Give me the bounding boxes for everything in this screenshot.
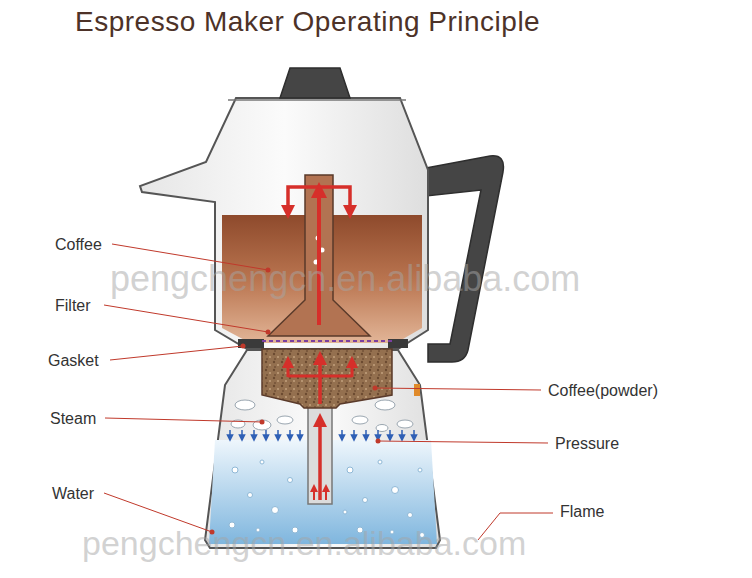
- coffee-powder-basket: [288, 375, 352, 378]
- central-column: [317, 190, 321, 325]
- steam-clouds: [375, 400, 395, 410]
- leader-lines: [105, 418, 262, 422]
- steam-clouds: [397, 420, 413, 428]
- water-bubbles: [232, 467, 238, 473]
- part-label: Water: [52, 485, 94, 503]
- upper-chamber: [140, 98, 428, 349]
- water-bubbles: [347, 467, 353, 473]
- leader-dots: [260, 420, 265, 425]
- leader-lines: [375, 388, 541, 390]
- water-bubbles: [392, 487, 399, 494]
- watermark: pengchengcn.en.alibaba.com: [82, 524, 526, 563]
- water-bubbles: [408, 513, 413, 518]
- funnel-and-tube: [325, 488, 327, 500]
- upper-chamber: [228, 99, 406, 101]
- lower-chamber: [205, 350, 440, 548]
- filter-and-gasket: [238, 339, 264, 348]
- water-bubbles: [378, 460, 382, 464]
- pressure-arrows: [341, 430, 343, 438]
- coffee-powder-basket: [351, 362, 354, 377]
- pressure-arrows: [241, 430, 243, 438]
- pressure-arrows: [299, 430, 301, 438]
- pressure-arrows: [265, 430, 267, 438]
- water-bubbles: [288, 478, 293, 483]
- funnel-and-tube: [313, 488, 315, 500]
- pressure-arrows: [229, 430, 231, 438]
- part-label: Coffee(powder): [548, 382, 658, 400]
- steam-clouds: [352, 416, 368, 424]
- water-bubbles: [272, 507, 279, 514]
- pressure-arrows: [389, 430, 391, 438]
- steam-clouds: [277, 416, 293, 424]
- pressure-arrows: [253, 430, 255, 438]
- water-bubbles: [343, 510, 347, 514]
- pressure-arrows: [401, 430, 403, 438]
- lower-chamber: [205, 350, 440, 548]
- pressure-arrows: [377, 430, 379, 438]
- leader-lines: [378, 441, 548, 443]
- pressure-arrows: [277, 430, 279, 438]
- water-bubbles: [260, 460, 264, 464]
- funnel-and-tube: [308, 404, 332, 504]
- central-column: [288, 187, 319, 212]
- water-bubbles: [248, 493, 253, 498]
- upper-chamber: [140, 68, 428, 349]
- part-label: Flame: [560, 503, 604, 521]
- leader-dots: [373, 386, 378, 391]
- pressure-arrows: [413, 430, 415, 438]
- funnel-and-tube: [308, 404, 332, 504]
- leader-dots: [210, 268, 381, 535]
- leader-lines: [104, 305, 268, 332]
- filter-and-gasket: [262, 340, 392, 342]
- pressure-arrows: [365, 430, 367, 438]
- funnel-and-tube: [318, 420, 322, 500]
- coffee-powder-basket: [318, 358, 322, 404]
- leader-dots: [241, 344, 246, 349]
- filter-and-gasket: [238, 339, 408, 348]
- part-label: Steam: [50, 410, 96, 428]
- diagram-title: Espresso Maker Operating Principle: [75, 6, 540, 38]
- part-label: Filter: [55, 297, 91, 315]
- central-column: [268, 175, 370, 336]
- lower-chamber: [414, 384, 420, 396]
- upper-chamber: [280, 68, 350, 98]
- central-column: [268, 175, 370, 336]
- watermark: pengchengcn.en.alibaba.com: [110, 258, 580, 300]
- part-label: Pressure: [555, 435, 619, 453]
- coffee-powder-basket: [287, 362, 290, 377]
- leader-dots: [376, 439, 381, 444]
- leader-dots: [266, 330, 271, 335]
- pressure-arrows: [353, 430, 355, 438]
- part-label: Gasket: [48, 352, 99, 370]
- pressure-arrows: [289, 430, 291, 438]
- leader-lines: [110, 346, 243, 360]
- water-bubbles: [418, 468, 422, 472]
- part-label: Coffee: [55, 236, 102, 254]
- coffee-powder-basket: [262, 349, 392, 408]
- central-column: [319, 187, 350, 212]
- steam-clouds: [235, 400, 255, 410]
- water-bubbles: [363, 498, 368, 503]
- coffee-powder-basket: [262, 349, 392, 408]
